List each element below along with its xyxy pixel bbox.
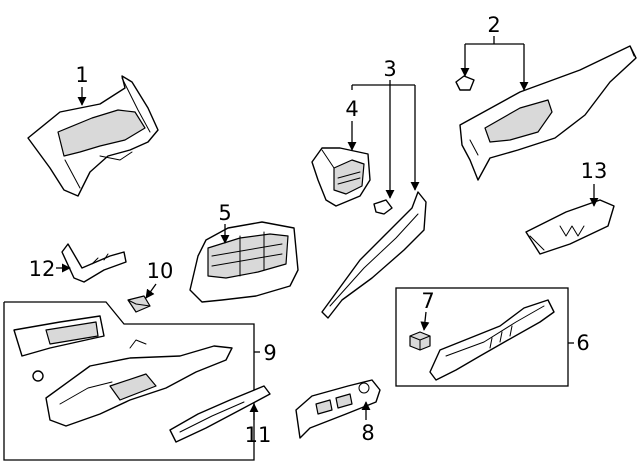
callout-label-6: 6	[576, 331, 589, 355]
callout-label-7: 7	[421, 289, 434, 313]
callout-label-9: 9	[263, 341, 276, 365]
part-3-trim-strip	[321, 191, 427, 319]
leader-10	[145, 283, 157, 299]
callout-12: 12	[29, 257, 71, 281]
callout-2: 2	[460, 13, 529, 91]
part-9-group-box	[3, 301, 255, 461]
part-6-door-trim	[429, 299, 555, 381]
callout-13: 13	[581, 159, 608, 207]
callout-8: 8	[361, 401, 375, 445]
callout-9: 9	[254, 341, 277, 365]
part-11-trim-strip	[169, 385, 271, 443]
callout-11: 11	[245, 403, 272, 447]
callout-label-5: 5	[218, 201, 231, 225]
part-2-dash-trim	[455, 45, 637, 181]
callout-10: 10	[145, 259, 174, 299]
callout-3: 3	[351, 57, 420, 199]
part-10-clip	[127, 295, 151, 313]
callout-1: 1	[75, 63, 89, 106]
part-9-lower-panel	[13, 315, 233, 427]
callout-label-10: 10	[147, 259, 174, 283]
part-7-retainer	[409, 331, 431, 351]
callout-label-11: 11	[245, 423, 272, 447]
callout-label-4: 4	[345, 97, 358, 121]
callout-label-12: 12	[29, 257, 56, 281]
callout-label-1: 1	[75, 63, 88, 87]
callout-label-13: 13	[581, 159, 608, 183]
callout-label-8: 8	[361, 421, 374, 445]
leader-7	[420, 311, 430, 331]
part-8-switch-panel	[295, 379, 381, 439]
part-1-cluster-bezel	[27, 75, 159, 197]
callout-label-2: 2	[487, 13, 500, 37]
part-5-control-housing	[189, 221, 299, 303]
part-13-trim	[525, 199, 615, 255]
callout-6: 6	[568, 331, 590, 355]
part-12-bracket	[61, 243, 127, 283]
part-6-group-box	[395, 287, 569, 387]
callout-7: 7	[420, 289, 435, 331]
callout-5: 5	[218, 201, 232, 244]
callout-4: 4	[345, 97, 359, 151]
part-4-air-vent	[311, 147, 371, 207]
callout-label-3: 3	[383, 57, 396, 81]
